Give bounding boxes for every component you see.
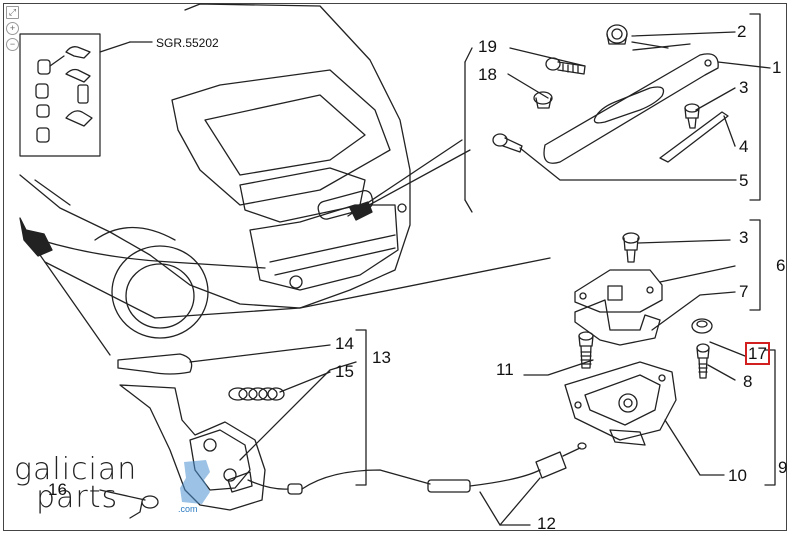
callout-2: 2 <box>737 22 747 41</box>
kit-code-label: SGR.55202 <box>156 36 219 50</box>
callout-15: 15 <box>335 362 354 381</box>
zoom-in-icon[interactable]: + <box>6 22 19 35</box>
callout-13: 13 <box>372 348 391 367</box>
car-body-outline <box>19 3 411 339</box>
part-10-latch <box>564 361 677 446</box>
callout-7: 7 <box>739 282 749 301</box>
part-14-lever <box>117 353 193 375</box>
callout-3-upper: 3 <box>739 78 749 97</box>
callout-4: 4 <box>739 137 749 156</box>
part-17-nut <box>691 318 713 334</box>
part-11-bolt <box>578 331 594 369</box>
callout-18: 18 <box>478 65 497 84</box>
part-13-lock-assembly <box>119 384 266 511</box>
callout-12: 12 <box>537 514 556 533</box>
callout-17: 17 <box>745 342 770 365</box>
callout-14: 14 <box>335 334 354 353</box>
zoom-out-icon[interactable]: − <box>6 38 19 51</box>
callout-6: 6 <box>776 256 786 275</box>
part-5-screw <box>492 133 523 153</box>
callout-8: 8 <box>743 372 753 391</box>
callout-16: 16 <box>48 480 67 499</box>
key-kit-group <box>19 33 153 157</box>
part-2-grommet <box>606 24 628 45</box>
callout-10: 10 <box>728 466 747 485</box>
callout-19: 19 <box>478 37 497 56</box>
part-16-screw <box>129 495 159 519</box>
diagram-frame <box>3 3 787 531</box>
callout-1: 1 <box>772 58 782 77</box>
part-8-bolt <box>696 343 710 379</box>
part-6-bracket <box>574 269 663 313</box>
watermark-line2: parts <box>36 480 119 515</box>
watermark-line1: galician <box>14 452 138 487</box>
part-12-cable <box>247 442 587 495</box>
callout-9: 9 <box>778 458 788 477</box>
part-18-clip <box>533 91 553 109</box>
part-4-rod <box>659 111 729 163</box>
part-15-spring <box>228 387 285 401</box>
callout-3-lower: 3 <box>739 228 749 247</box>
fit-icon[interactable]: ⤢ <box>6 6 19 19</box>
part-7-plate <box>574 299 661 346</box>
watermark-map-icon <box>180 460 210 504</box>
part-19-screw <box>545 57 586 75</box>
watermark-suffix: .com <box>178 504 198 514</box>
callout-11: 11 <box>496 360 514 379</box>
part-3-lower <box>622 232 640 263</box>
part-3-upper <box>684 103 700 129</box>
callout-5: 5 <box>739 171 749 190</box>
zoom-controls: ⤢ + − <box>6 6 20 54</box>
part-1-handle <box>543 53 719 164</box>
watermark-logo: galician parts .com <box>14 452 214 522</box>
